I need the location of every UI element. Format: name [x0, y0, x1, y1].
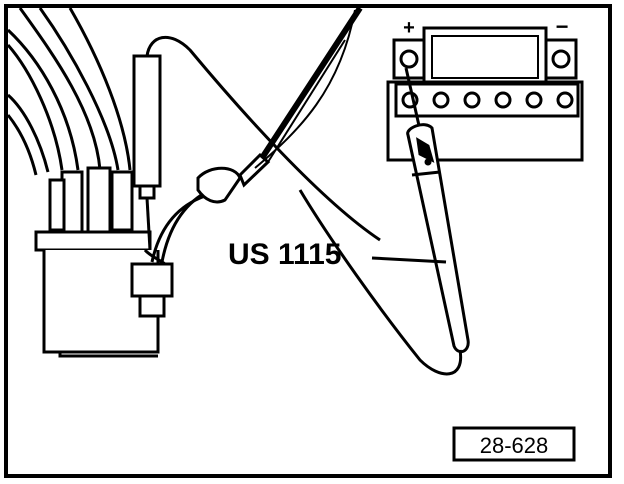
figure-number: 28-628 [480, 433, 549, 458]
distributor-towers [48, 166, 134, 234]
probe-lead-wire [145, 35, 381, 242]
main-lead-wire [259, 6, 363, 163]
voltage-tester [404, 67, 470, 354]
coil-connector [130, 248, 174, 318]
battery-positive-symbol: + [403, 17, 415, 39]
callout-label: US 1115 [228, 238, 341, 271]
battery-terminals [392, 38, 578, 80]
battery [386, 26, 584, 162]
battery-negative-symbol: − [556, 14, 569, 39]
tester-cable [298, 189, 463, 376]
connector-wire-2 [150, 194, 206, 263]
thin-lead-wire [254, 9, 356, 169]
battery-cells [401, 91, 574, 109]
callout-leader-line [371, 256, 447, 264]
ignition-wires [6, 7, 132, 176]
figure-number-box [452, 426, 576, 462]
